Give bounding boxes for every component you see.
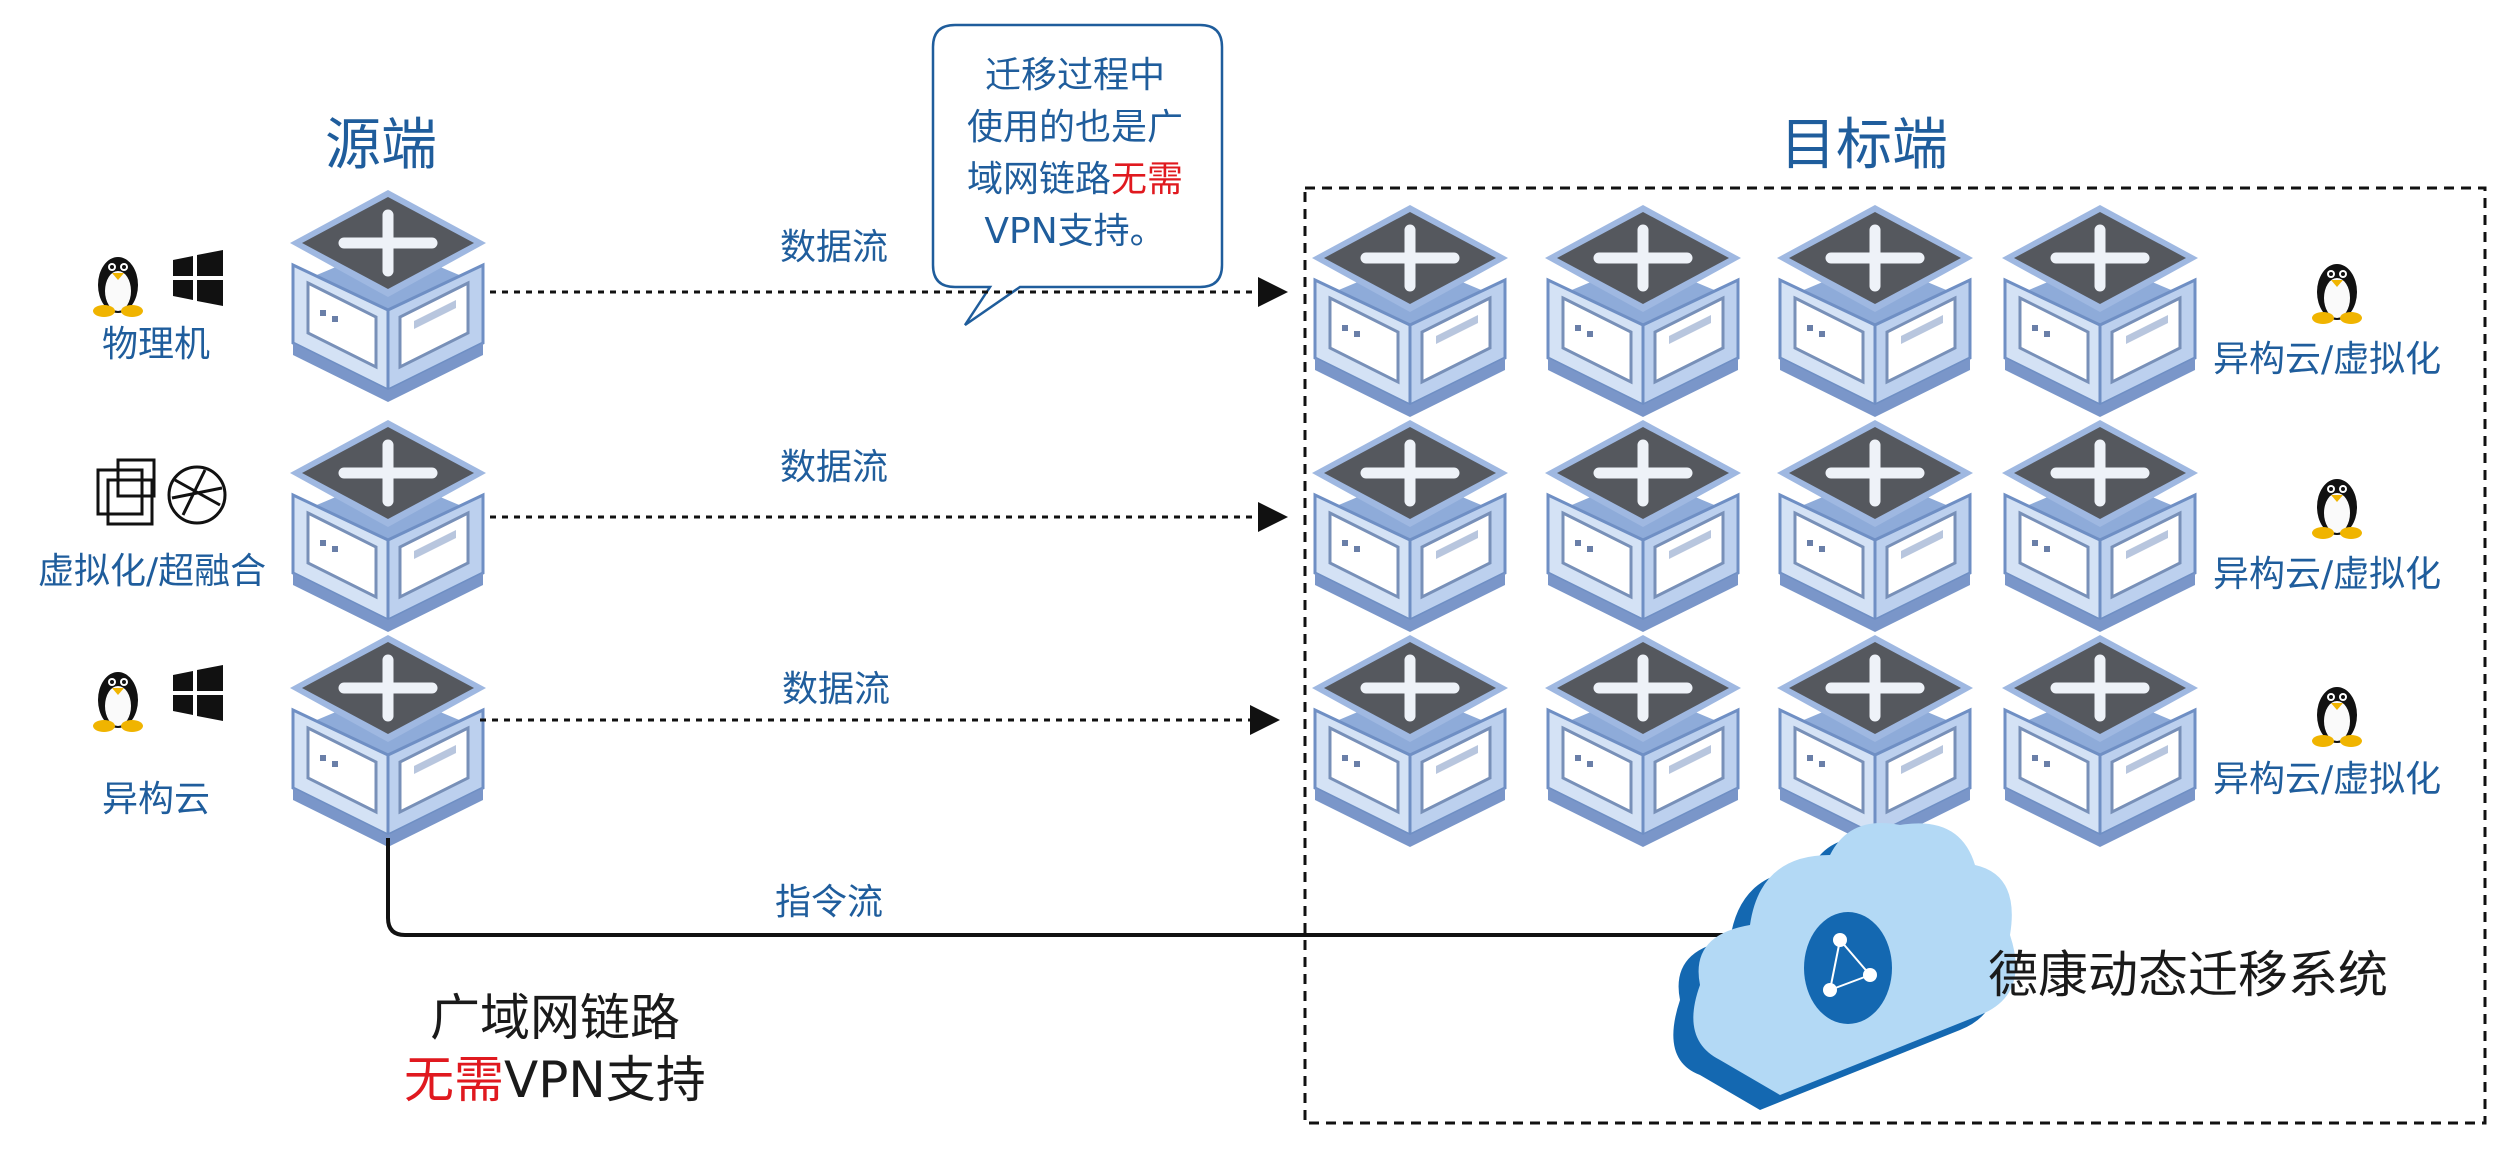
data-flow-label-3: 数据流 [782, 669, 891, 710]
linux-penguin-icon [93, 257, 143, 317]
note-line-3-b: 无需 [1111, 159, 1184, 200]
hyperconverged-globe-icon [167, 465, 227, 525]
note-bubble-text: 迁移过程中 使用的也是广 域网链路无需 VPN支持。 [930, 50, 1220, 258]
target-server [2002, 205, 2198, 417]
target-label-row-3: 异构云/虚拟化 [2213, 759, 2442, 800]
source-server-physical [290, 190, 486, 402]
target-server [1545, 205, 1741, 417]
target-server-grid [1312, 205, 2198, 847]
source-label-virtualization: 虚拟化/超融合 [38, 551, 267, 592]
target-server [1777, 420, 1973, 632]
target-container [1303, 186, 2487, 1125]
windows-logo-icon [173, 665, 223, 721]
note-line-1: 迁移过程中 [984, 55, 1165, 96]
command-flow-line [386, 838, 1740, 937]
wan-line-2: 无需VPN支持 [404, 1040, 706, 1112]
source-label-physical: 物理机 [102, 324, 211, 365]
note-line-3: 域网链路无需 [930, 154, 1220, 206]
source-server-virtualization [290, 420, 486, 632]
source-title: 源端 [325, 113, 437, 178]
source-server-cloud [290, 635, 486, 847]
note-line-3-a: 域网链路 [966, 159, 1111, 200]
note-bubble [931, 23, 1224, 327]
target-server [1312, 205, 1508, 417]
linux-penguin-icon [93, 672, 143, 732]
wan-line-2-a: 无需 [404, 1051, 504, 1109]
target-server [2002, 635, 2198, 847]
linux-penguin-icon [2312, 479, 2362, 539]
note-line-4: VPN支持。 [984, 211, 1166, 252]
wan-line-1: 广域网链路 [430, 989, 680, 1047]
virtualization-icon [96, 458, 156, 526]
wan-line-2-b: VPN支持 [504, 1051, 706, 1109]
data-flow-label-2: 数据流 [780, 447, 889, 488]
target-server [1777, 205, 1973, 417]
target-title: 目标端 [1780, 113, 1948, 178]
target-server [1312, 420, 1508, 632]
system-name: 德康动态迁移系统 [1988, 946, 2388, 1004]
linux-penguin-icon [2312, 264, 2362, 324]
windows-logo-icon [173, 250, 223, 306]
target-label-row-2: 异构云/虚拟化 [2213, 554, 2442, 595]
note-line-2: 使用的也是广 [966, 107, 1183, 148]
linux-penguin-icon [2312, 687, 2362, 747]
data-flow-label-1: 数据流 [780, 227, 889, 268]
source-label-cloud: 异构云 [102, 779, 211, 820]
target-server [1545, 635, 1741, 847]
target-server [1777, 635, 1973, 847]
target-server [1312, 635, 1508, 847]
target-server [2002, 420, 2198, 632]
target-server [1545, 420, 1741, 632]
target-label-row-1: 异构云/虚拟化 [2213, 339, 2442, 380]
cloud-icon [1673, 823, 2016, 1110]
command-flow-label: 指令流 [775, 882, 884, 923]
